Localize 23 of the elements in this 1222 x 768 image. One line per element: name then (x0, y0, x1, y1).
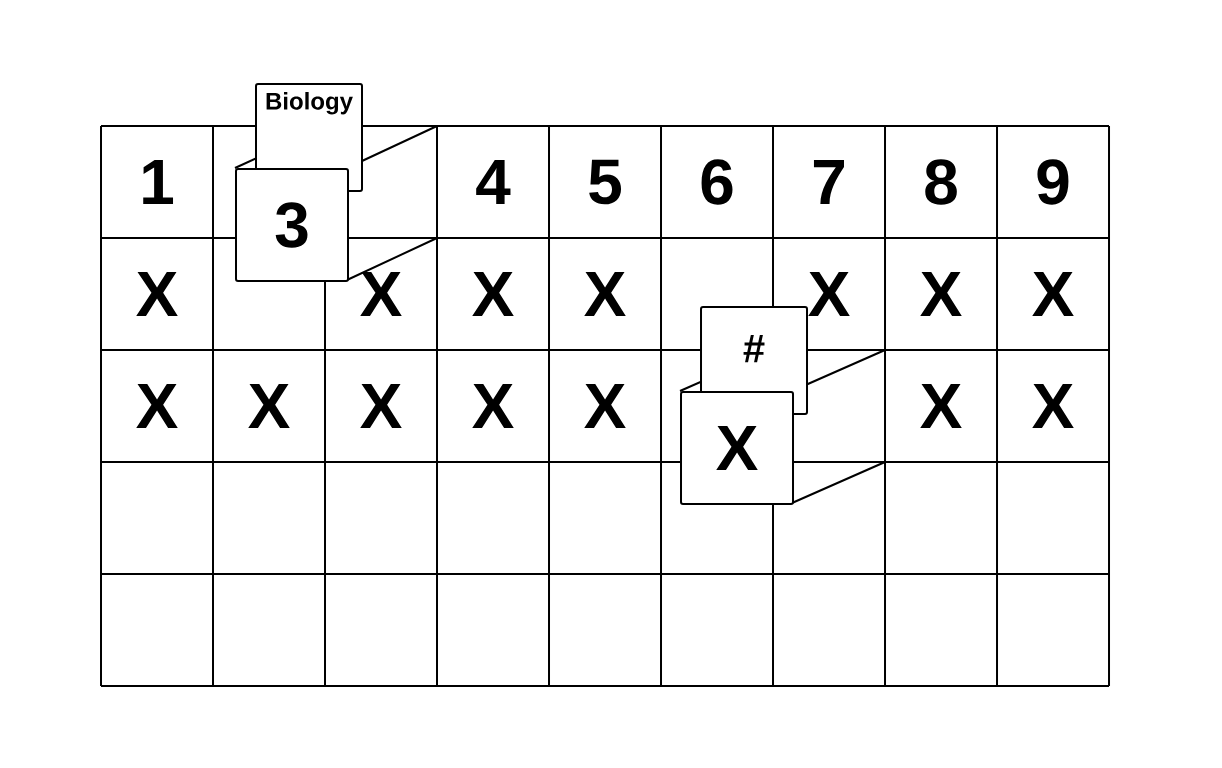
grid-entry: X (808, 272, 850, 316)
grid-entry: X (920, 272, 962, 316)
grid-entry: X (584, 272, 626, 316)
grid-entry: 1 (143, 160, 173, 204)
grid-entry: 7 (813, 160, 844, 204)
grid-entry: X (920, 384, 962, 428)
grid-entry: X (136, 272, 178, 316)
grid-entry: X (1032, 384, 1074, 428)
grid-entry: X (472, 384, 514, 428)
grid-entry: 8 (925, 159, 957, 205)
grid-entry: X (248, 384, 290, 428)
grid-entry: 9 (1037, 159, 1069, 205)
drawer-front: 3 (235, 168, 349, 282)
grid-entry: 6 (701, 159, 733, 205)
grid-entry: X (136, 384, 178, 428)
grid-entry: X (360, 384, 402, 428)
grid-entry: 5 (589, 159, 622, 205)
grid-entry: X (1032, 272, 1074, 316)
grid-entry: X (584, 384, 626, 428)
grid-entry: 4 (476, 160, 511, 204)
drawer-front: X (680, 391, 794, 505)
grid-entry: X (472, 272, 514, 316)
grid-entry: X (360, 272, 402, 316)
